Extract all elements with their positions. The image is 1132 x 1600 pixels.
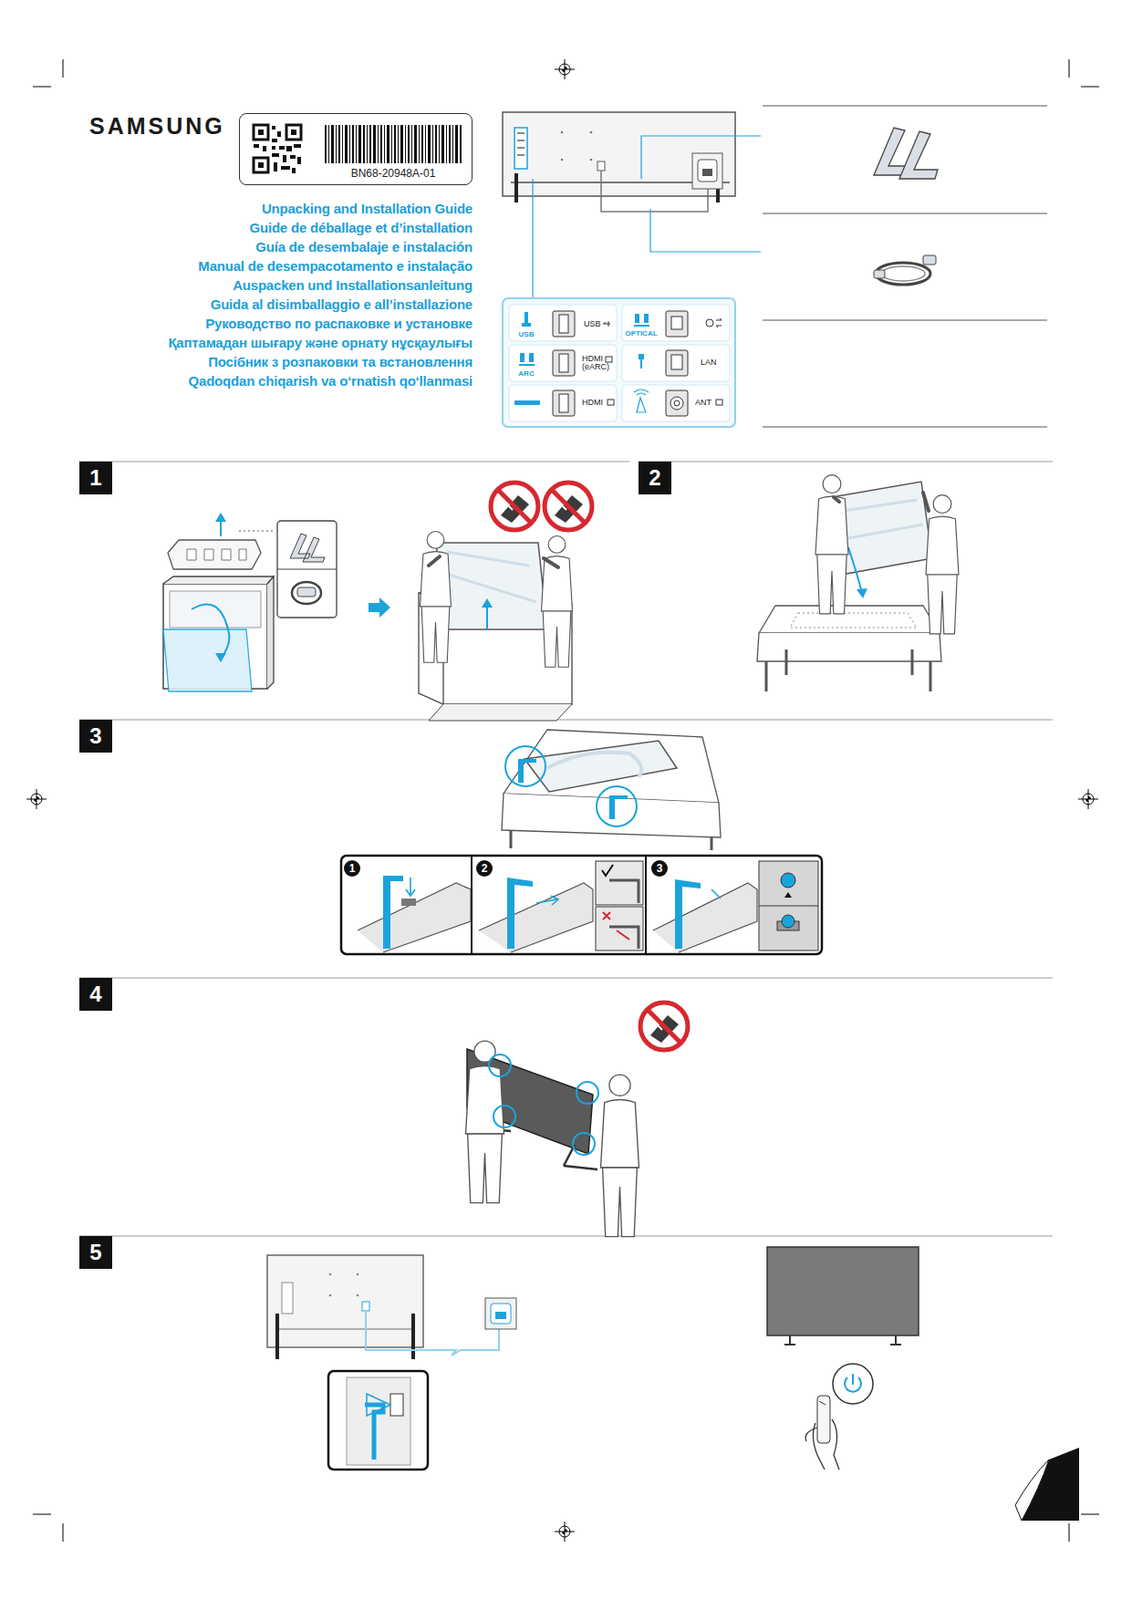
step-number: 3 [79,719,113,753]
guide-title: Unpacking and Installation Guide [261,200,473,217]
substep-number: 2 [476,860,493,877]
guide-title-translation: Посібник з розпаковки та встановлення [207,353,473,370]
step4-lift-tv [466,1002,689,1237]
accessory-dividers [762,105,1048,427]
guide-title-translation: Auspacken und Installationsanleitung [232,277,473,293]
step-number-text: 3 [656,862,664,874]
step-number-text: 1 [349,862,356,874]
port-name: ANT [695,397,712,407]
step-number: 2 [638,461,672,495]
port-name: LAN [700,357,717,367]
step2-table [757,475,959,692]
guide-title-translation: Guía de desembalaje e instalación [255,238,473,255]
step-number-text: 4 [89,981,102,1008]
barcode [324,124,462,164]
brand-logo: SAMSUNG [89,113,226,140]
crop-marks [32,59,1100,1542]
port-name: HDMI [581,397,603,407]
port-name: USB [583,319,602,329]
step5-power [267,1246,919,1470]
part-number: BN68-20948A-01 [321,166,465,180]
step-rules [79,461,1053,1236]
step-number: 4 [79,977,113,1011]
step1-unboxing [163,482,592,721]
guide-title-translation: Руководство по распаковке и установке [205,315,473,332]
step-number-text: 5 [89,1239,102,1266]
page-corner [1015,1447,1080,1521]
tv-back [502,112,736,212]
stand-accessory [873,127,938,179]
power-cable-accessory [873,255,936,285]
port-icon-label: ARC [518,369,534,378]
guide-title-translation: Guida al disimballaggio e all’installazi… [210,296,473,312]
substep-number: 3 [651,860,668,877]
step3-attach-stand [341,729,822,955]
step-number-text: 1 [89,465,102,491]
qr-code [251,123,303,175]
step-number-text: 2 [481,862,489,874]
guide-title-translation: Qadoqdan chiqarish va oʻrnatish qoʻllanm… [188,373,473,389]
port-icon-label: USB [519,330,535,339]
leader-lines [532,135,761,299]
port-panel [502,298,736,427]
part-number-box: BN68-20948A-01 [238,113,473,186]
port-icon-label: OPTICAL [624,329,657,338]
guide-title-translation: Guide de déballage et d’installation [249,219,473,236]
step-number: 1 [79,461,113,495]
port-name: HDMI (eARC) [581,354,613,373]
guide-title-translation: Manual de desempacotamento e instalação [197,258,473,274]
guide-title-translation: Қаптамадан шығару және орнату нұсқаулығы [167,334,473,351]
substep-number: 1 [343,860,361,877]
step-number-text: 2 [648,465,661,491]
step-number-text: 3 [89,723,102,749]
step-number: 5 [79,1235,113,1269]
